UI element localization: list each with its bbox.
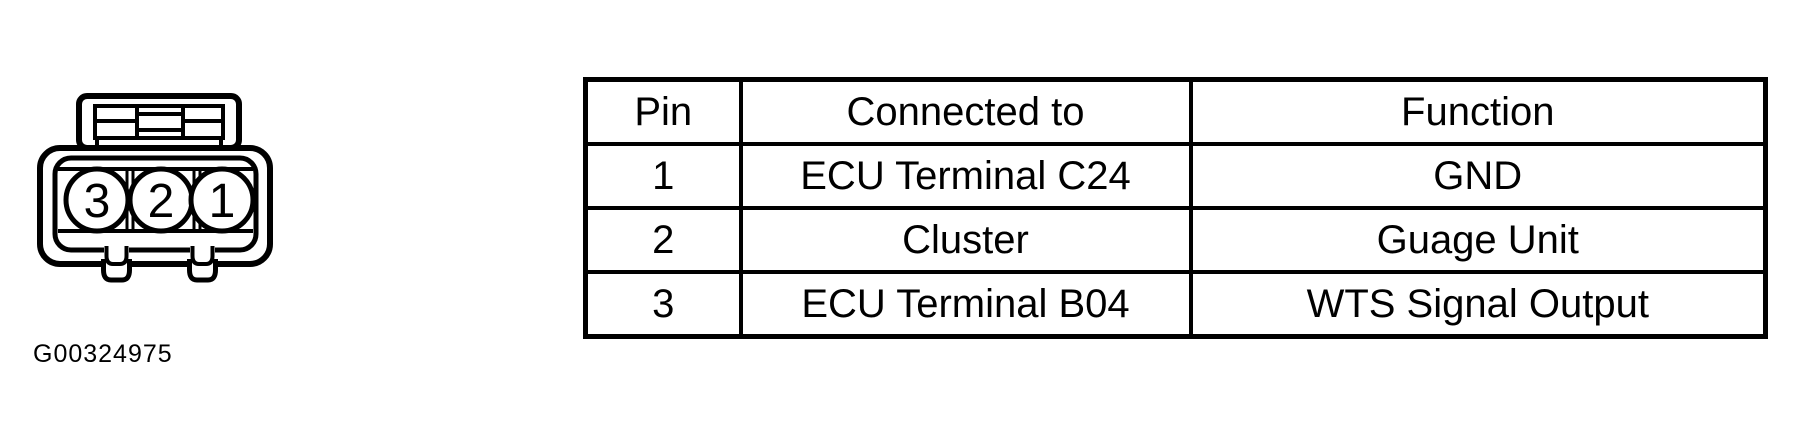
cell-connected-to: ECU Terminal B04: [738, 270, 1193, 339]
connector-inner-wall: [52, 155, 259, 253]
col-header-connected: Connected to: [738, 77, 1193, 146]
table-row: 1 ECU Terminal C24 GND: [583, 142, 1768, 210]
figure-code: G00324975: [33, 340, 173, 368]
pin-label-1: 1: [209, 175, 236, 228]
cell-connected-to: Cluster: [738, 206, 1193, 274]
cell-connected-to: ECU Terminal C24: [738, 142, 1193, 210]
pin-label-2: 2: [148, 175, 175, 228]
col-header-pin: Pin: [583, 77, 743, 146]
cell-function: WTS Signal Output: [1188, 270, 1768, 339]
pin-label-3: 3: [84, 175, 111, 228]
cell-pin: 3: [583, 270, 743, 339]
pin-cavity-1: [188, 166, 256, 234]
cell-function: GND: [1188, 142, 1768, 210]
col-header-function: Function: [1188, 77, 1768, 146]
table-header-row: Pin Connected to Function: [583, 77, 1768, 146]
pinout-table: Pin Connected to Function 1 ECU Terminal…: [583, 77, 1768, 339]
connector-diagram: 3 2 1: [37, 93, 273, 283]
table-row: 2 Cluster Guage Unit: [583, 206, 1768, 274]
bottom-index-tab-right: [187, 244, 218, 283]
cell-pin: 1: [583, 142, 743, 210]
cell-pin: 2: [583, 206, 743, 274]
table-row: 3 ECU Terminal B04 WTS Signal Output: [583, 270, 1768, 339]
bottom-index-tab-left: [101, 244, 132, 283]
cell-function: Guage Unit: [1188, 206, 1768, 274]
